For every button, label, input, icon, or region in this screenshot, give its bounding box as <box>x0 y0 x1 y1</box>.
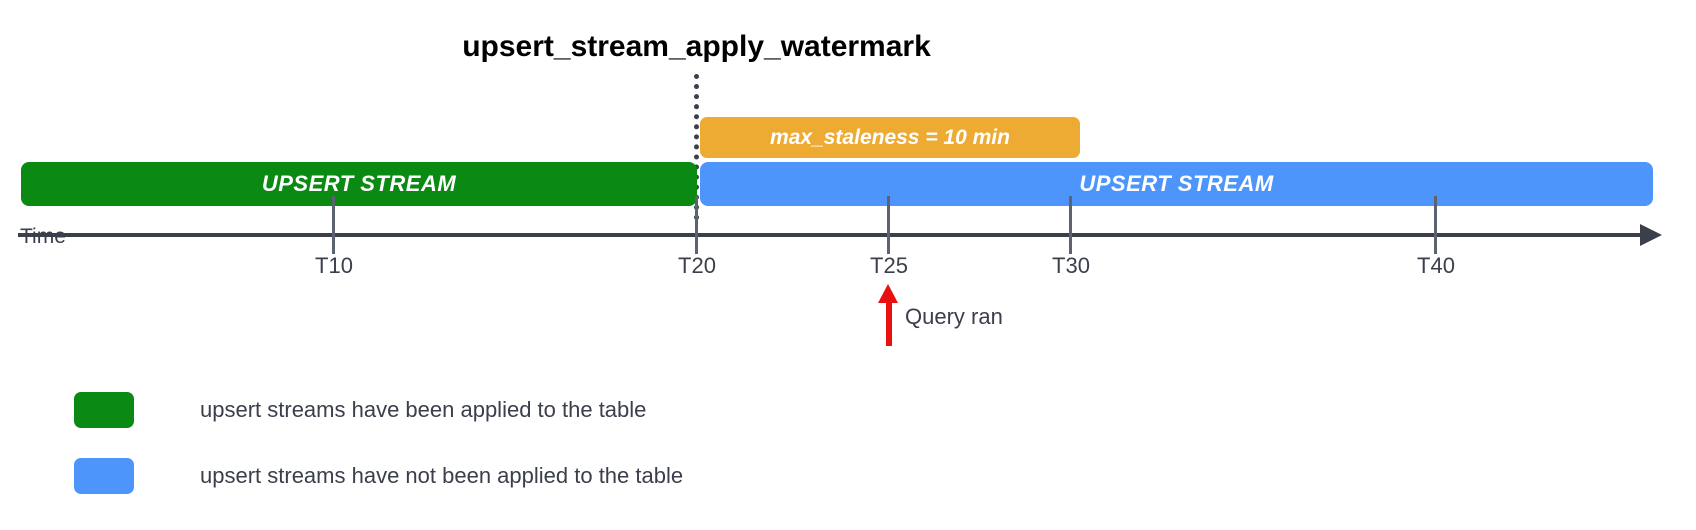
axis-tick-label-t20: T20 <box>678 253 716 278</box>
axis-tick-t10 <box>332 196 335 254</box>
axis-tick-label-t25: T25 <box>870 253 908 278</box>
axis-tick-t25 <box>887 196 890 254</box>
axis-tick-t40 <box>1434 196 1437 254</box>
watermark-dotted-line <box>694 74 699 220</box>
legend-swatch-not-applied <box>74 458 134 494</box>
axis-tick-label-t10: T10 <box>315 253 353 278</box>
legend-item-not-applied: upsert streams have not been applied to … <box>74 454 683 498</box>
time-axis-arrow-icon <box>1640 224 1662 246</box>
legend-label-not-applied: upsert streams have not been applied to … <box>200 463 684 488</box>
legend-label-applied: upsert streams have been applied to the … <box>200 397 647 422</box>
legend: upsert streams have been applied to the … <box>74 388 683 520</box>
upsert-stream-not-applied-label: UPSERT STREAM <box>1079 171 1274 196</box>
time-axis-line <box>18 233 1648 237</box>
axis-tick-t30 <box>1069 196 1072 254</box>
upsert-stream-bar-not-applied: UPSERT STREAM <box>700 162 1653 206</box>
axis-tick-label-t30: T30 <box>1052 253 1090 278</box>
query-ran-arrow-icon <box>878 284 898 346</box>
diagram-title: upsert_stream_apply_watermark <box>462 30 931 63</box>
upsert-stream-bar-applied: UPSERT STREAM <box>21 162 697 206</box>
max-staleness-label: max_staleness = 10 min <box>770 125 1010 149</box>
legend-item-applied: upsert streams have been applied to the … <box>74 388 683 432</box>
time-axis-label: Time <box>20 225 66 248</box>
upsert-stream-applied-label: UPSERT STREAM <box>261 171 457 196</box>
axis-tick-label-t40: T40 <box>1417 253 1455 278</box>
max-staleness-bar: max_staleness = 10 min <box>700 117 1080 158</box>
axis-tick-t20 <box>695 196 698 254</box>
query-ran-label: Query ran <box>905 304 1003 329</box>
legend-swatch-applied <box>74 392 134 428</box>
